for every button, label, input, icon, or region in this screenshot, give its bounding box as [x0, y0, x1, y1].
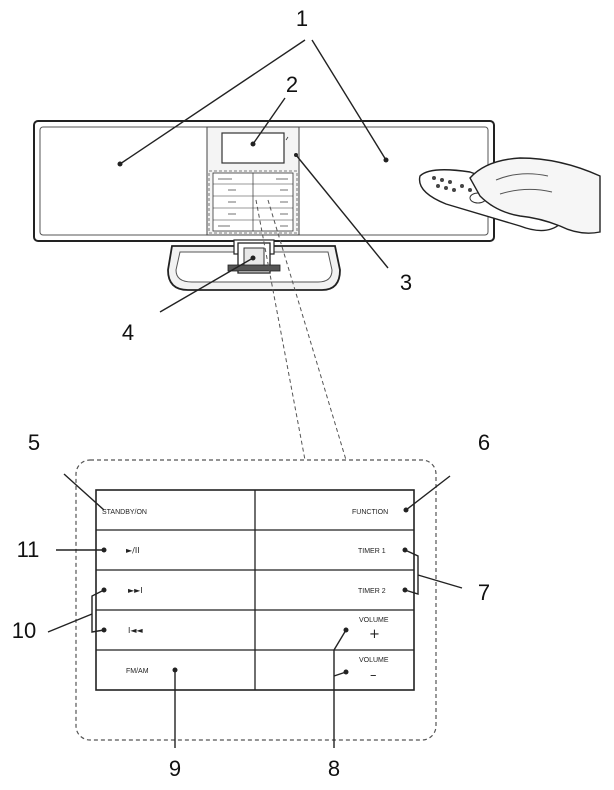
volume-up-sign: +: [369, 627, 380, 642]
callout-9: 9: [169, 756, 181, 781]
volume-down-sign: –: [370, 668, 377, 683]
remote-control-illustration: [418, 157, 601, 234]
callout-10: 10: [12, 618, 36, 643]
callout-3: 3: [400, 270, 412, 295]
zoom-line-right: [267, 199, 347, 461]
callout-11: 11: [17, 537, 40, 562]
standby-on-label: STANDBY/ON: [102, 509, 147, 516]
callout-7: 7: [478, 580, 490, 605]
volume-down-label: VOLUME: [359, 657, 389, 664]
volume-up-label: VOLUME: [359, 617, 389, 624]
mini-button-panel: [208, 170, 298, 234]
timer1-label: TIMER 1: [358, 548, 386, 555]
leader-3: [295, 154, 389, 269]
callout-6: 6: [478, 430, 490, 455]
play-pause-label: ►/II: [126, 546, 140, 555]
zoom-frame: [75, 459, 437, 741]
leader-8-upper: [333, 629, 347, 651]
dock-stand: [167, 239, 341, 291]
leader-5: [63, 473, 105, 511]
leader-6: [405, 475, 451, 511]
callout-8: 8: [328, 756, 340, 781]
leader-2: [252, 97, 286, 145]
leader-8-lower: [333, 671, 347, 677]
leader-1-left: [119, 39, 306, 165]
function-label: FUNCTION: [352, 509, 388, 516]
leader-1-right: [311, 39, 387, 161]
callout-1: 1: [296, 6, 308, 31]
zoom-line-left: [255, 199, 306, 461]
fm-am-label: FM/AM: [126, 668, 149, 675]
callout-5: 5: [28, 430, 40, 455]
timer2-label: TIMER 2: [358, 588, 386, 595]
enlarged-button-panel: [95, 489, 415, 691]
display-window: [221, 132, 285, 164]
leader-10: [47, 613, 93, 633]
callout-2: 2: [286, 72, 298, 97]
leader-4: [159, 257, 254, 313]
callout-4: 4: [122, 320, 134, 345]
skip-back-label: I◄◄: [128, 626, 144, 635]
leader-7: [417, 574, 463, 589]
skip-forward-label: ►►I: [128, 586, 143, 595]
